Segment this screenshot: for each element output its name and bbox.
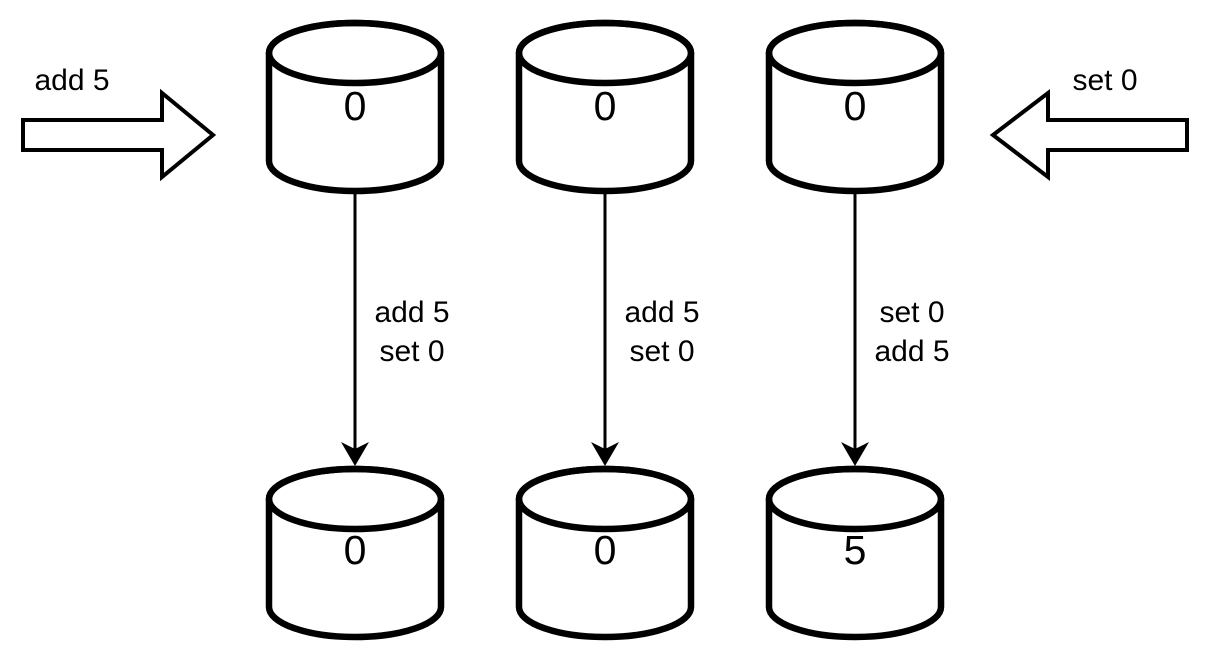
replica-initial-value: 0 bbox=[594, 83, 617, 129]
down-arrow-icon bbox=[339, 190, 371, 468]
replica-column-2: 0 add 5 set 0 0 bbox=[519, 23, 700, 637]
replica-final-value: 0 bbox=[594, 527, 617, 573]
block-arrow-left-icon bbox=[989, 88, 1189, 182]
down-arrow-icon bbox=[839, 190, 871, 468]
replica-final-value: 0 bbox=[344, 527, 367, 573]
external-op-left: add 5 bbox=[21, 64, 217, 182]
replica-final-value: 5 bbox=[844, 527, 867, 573]
replica-column-1: 0 add 5 set 0 0 bbox=[269, 23, 450, 637]
down-arrow-icon bbox=[589, 190, 621, 468]
op-sequence-line-1: add 5 bbox=[624, 296, 699, 329]
op-sequence-line-2: set 0 bbox=[379, 335, 444, 368]
external-op-left-label: add 5 bbox=[34, 64, 109, 97]
replica-initial-value: 0 bbox=[844, 83, 867, 129]
op-sequence-line-2: add 5 bbox=[874, 335, 949, 368]
block-arrow-right-icon bbox=[21, 88, 217, 182]
replica-column-3: 0 set 0 add 5 5 bbox=[769, 23, 950, 637]
external-op-right-label: set 0 bbox=[1072, 64, 1137, 97]
external-op-right: set 0 bbox=[989, 64, 1189, 182]
op-sequence-line-1: add 5 bbox=[374, 296, 449, 329]
replica-initial-value: 0 bbox=[344, 83, 367, 129]
op-sequence-line-1: set 0 bbox=[879, 296, 944, 329]
op-sequence-line-2: set 0 bbox=[629, 335, 694, 368]
